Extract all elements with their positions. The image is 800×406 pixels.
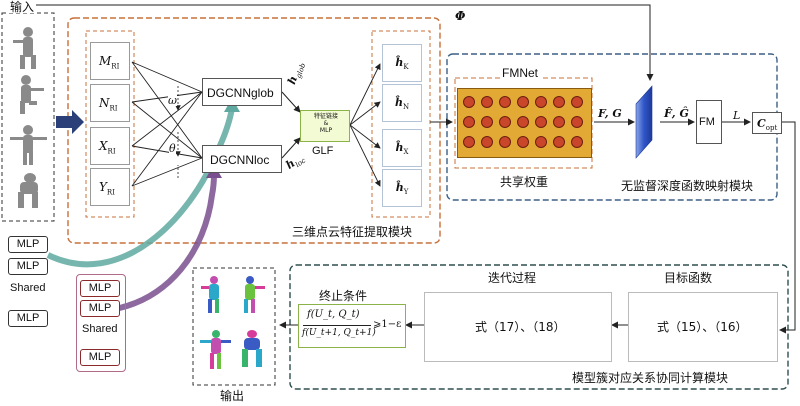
- unsup-module-title: 无监督深度函数映射模块: [621, 179, 754, 193]
- output-label: 输出: [220, 389, 245, 403]
- fmnet-tile: [571, 136, 583, 148]
- fmnet-tile: [535, 96, 547, 108]
- input-label: 输入: [8, 0, 37, 14]
- ri-feature-x-label: X: [99, 139, 108, 153]
- mlp-1c: MLP: [8, 310, 48, 327]
- h-hat-n: ĥN: [382, 84, 422, 122]
- input-figures: [8, 22, 48, 212]
- fmnet-tile: [571, 116, 583, 128]
- fmnet-tile: [517, 136, 529, 148]
- copt-label: Copt: [757, 117, 778, 133]
- fmnet-tile: [553, 96, 565, 108]
- fmnet-tile: [517, 116, 529, 128]
- stop-denominator: f(U_t+1, Q_t+1): [302, 328, 376, 338]
- dgcnn-glob-label: DGCNNglob: [207, 86, 274, 100]
- glf-label: GLF: [312, 145, 334, 157]
- omega-label: ω: [168, 94, 177, 107]
- feature-module-title: 三维点云特征提取模块: [292, 225, 413, 239]
- ri-feature-m: MRI: [90, 42, 130, 80]
- objective-box: 式（15）、（16）: [628, 292, 778, 362]
- output-figures: [198, 272, 272, 382]
- fmnet-tile: [463, 136, 475, 148]
- fmnet-tile: [499, 136, 511, 148]
- cluster-module-boundary: [289, 264, 789, 390]
- shared-2: Shared: [82, 323, 118, 335]
- fmnet-tile: [463, 116, 475, 128]
- shared-1: Shared: [10, 282, 46, 294]
- objective-title: 目标函数: [664, 271, 713, 285]
- fmnet-tile: [553, 136, 565, 148]
- dgcnn-glob-box: DGCNNglob: [202, 78, 282, 106]
- mlp-2b: MLP: [80, 300, 120, 317]
- dgcnn-loc-box: DGCNNloc: [202, 145, 282, 173]
- h-hat-x: ĥX: [382, 129, 422, 167]
- fmnet-tile: [463, 96, 475, 108]
- h-hat-k: ĥK: [382, 44, 422, 82]
- fmnet-tile: [481, 136, 493, 148]
- fmnet-tile: [535, 116, 547, 128]
- shared-weight-label: 共享权重: [500, 175, 549, 189]
- mlp-2a: MLP: [80, 280, 120, 297]
- human-figures-icon: [10, 27, 47, 208]
- fmnet-tile: [535, 136, 547, 148]
- ri-subscript-n: RI: [109, 104, 118, 113]
- fmnet-tile: [481, 116, 493, 128]
- fmnet-tile: [499, 116, 511, 128]
- fg-label: F, G: [598, 107, 622, 120]
- iteration-formula: 式（17）、（18）: [475, 320, 566, 334]
- stop-rhs: ⩾1−ε: [373, 319, 402, 330]
- fmnet-tile: [553, 116, 565, 128]
- iteration-box: 式（17）、（18）: [424, 292, 612, 362]
- fmnet-tile: [481, 96, 493, 108]
- ri-feature-y-label: Y: [99, 180, 107, 194]
- h-hat-y: ĥY: [382, 169, 422, 207]
- copt-box: Copt: [752, 112, 782, 134]
- fmnet-tile: [571, 96, 583, 108]
- ri-feature-m-label: M: [99, 54, 112, 68]
- fmnet-tile: [499, 96, 511, 108]
- colored-human-figures-icon: [200, 276, 265, 369]
- fmnet-tile: [517, 96, 529, 108]
- unsup-module-boundary: [446, 53, 778, 201]
- mlp-1a: MLP: [8, 236, 48, 253]
- ri-subscript-y: RI: [106, 188, 115, 197]
- iteration-title: 迭代过程: [488, 271, 537, 285]
- theta-label: θ: [169, 142, 176, 155]
- ri-subscript-m: RI: [111, 62, 120, 71]
- fm-label: FM: [699, 116, 715, 128]
- stop-title: 终止条件: [319, 289, 368, 303]
- dgcnn-loc-label: DGCNNloc: [210, 153, 270, 167]
- objective-formula: 式（15）、（16）: [657, 320, 748, 334]
- fg-hat-label: F̂, Ĝ: [664, 107, 689, 120]
- fmnet-title: FMNet: [500, 66, 540, 80]
- stop-box: f(U_t, Q_t) f(U_t+1, Q_t+1) ⩾1−ε: [298, 304, 406, 348]
- fm-layer-slab: [635, 85, 653, 159]
- ri-feature-n: NRI: [90, 84, 130, 122]
- ri-feature-y: YRI: [90, 168, 130, 206]
- ri-feature-n-label: N: [99, 96, 110, 110]
- fm-box: FM: [696, 100, 722, 144]
- glf-small-text: 特征链接 & MLP: [313, 113, 338, 134]
- ri-subscript-x: RI: [107, 147, 116, 156]
- l-label: L: [733, 109, 741, 122]
- feature-module-boundary: [67, 17, 441, 244]
- phi-label: Φ: [455, 9, 466, 23]
- ri-feature-x: XRI: [90, 127, 130, 165]
- mlp-2c: MLP: [80, 349, 120, 366]
- glf-box: 特征链接 & MLP: [300, 110, 350, 142]
- cluster-module-title: 模型簇对应关系协同计算模块: [570, 371, 731, 385]
- mlp-1b: MLP: [8, 258, 48, 275]
- stop-numerator: f(U_t, Q_t): [307, 309, 360, 320]
